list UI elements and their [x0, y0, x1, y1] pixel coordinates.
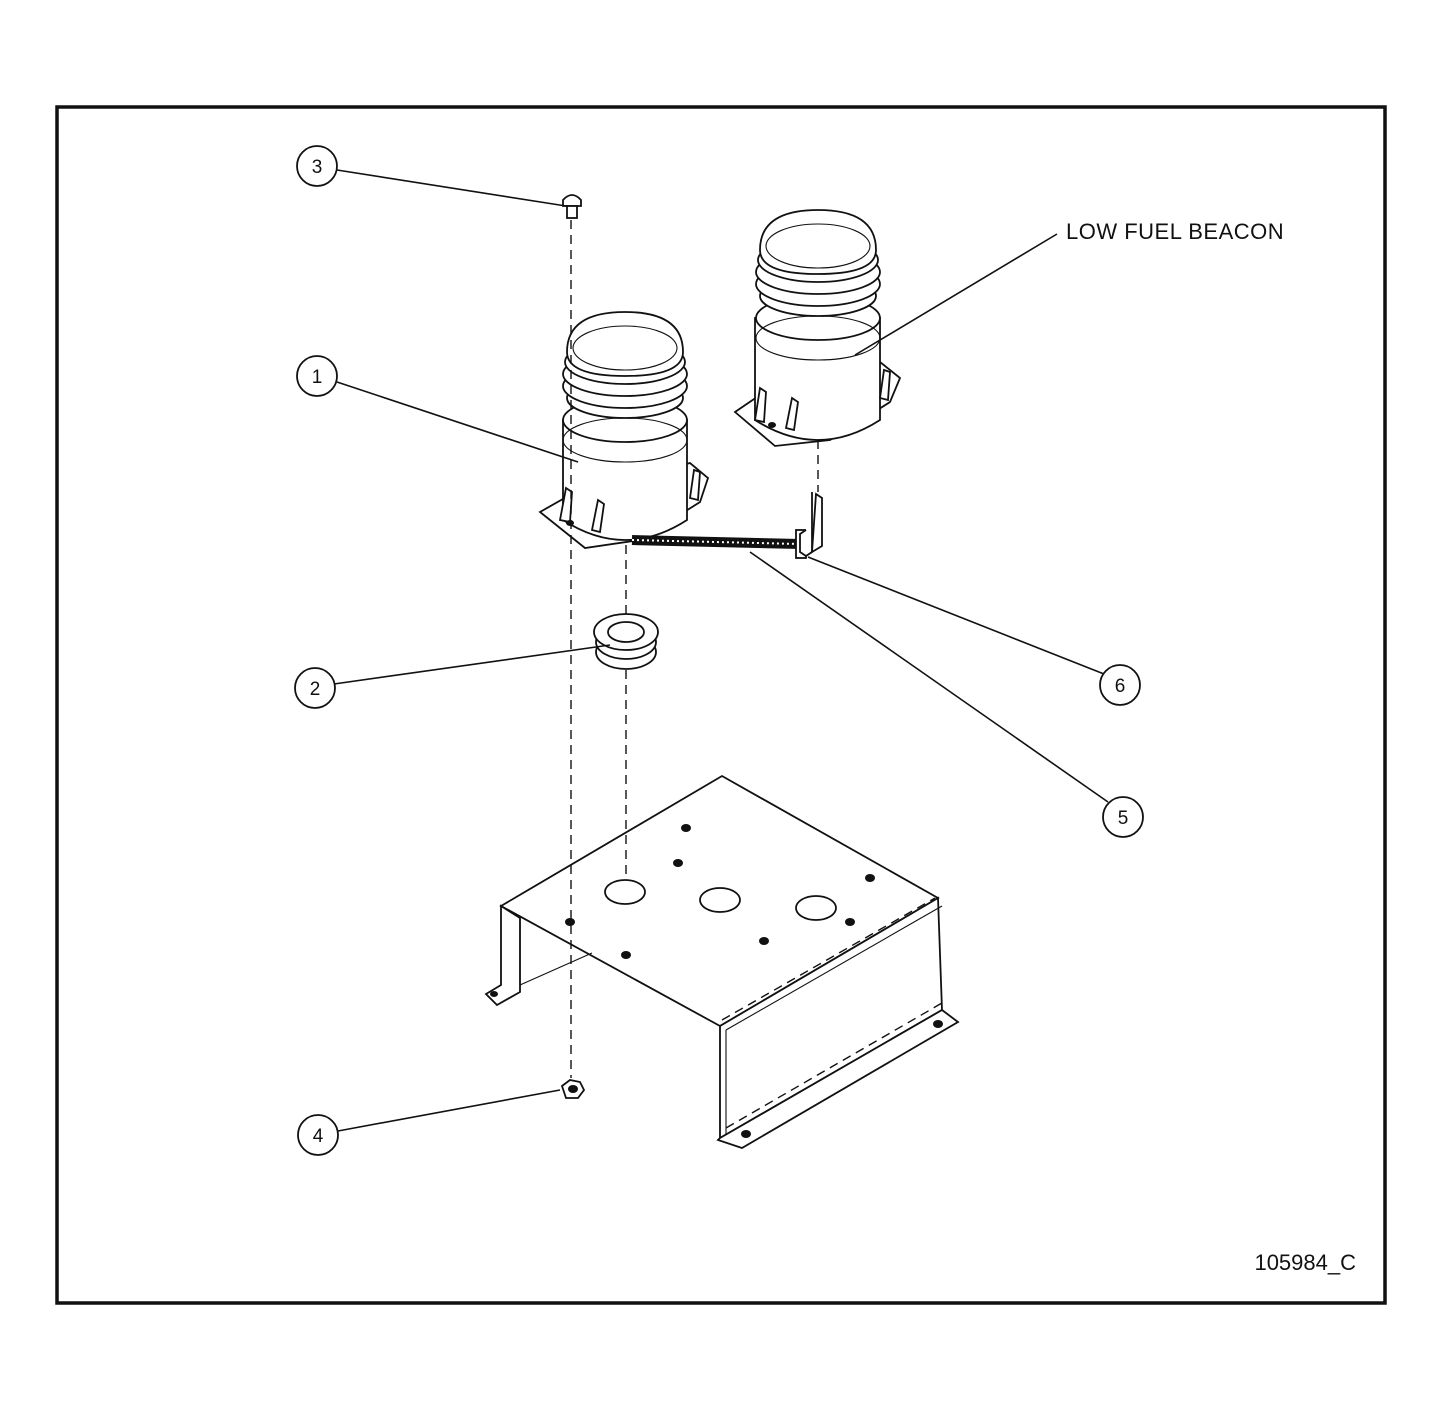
grommet: [593, 613, 659, 670]
svg-text:3: 3: [312, 157, 323, 178]
callout-5: 5: [1102, 796, 1144, 838]
cable-clip: [799, 492, 823, 558]
low-fuel-beacon-label: LOW FUEL BEACON: [1066, 219, 1284, 244]
screw: [562, 194, 582, 219]
mounting-bracket: [484, 774, 960, 1149]
callout-4: 4: [297, 1114, 339, 1156]
beacon-1: [538, 311, 710, 549]
leader-1: [336, 381, 579, 463]
callout-3: 3: [296, 145, 338, 187]
drawing-frame: [55, 105, 1387, 1305]
nut: [560, 1079, 586, 1099]
svg-text:5: 5: [1118, 808, 1129, 829]
svg-text:2: 2: [310, 679, 321, 700]
leader-5: [749, 551, 1109, 803]
callout-2: 2: [294, 667, 336, 709]
low-fuel-beacon: [733, 209, 902, 447]
leader-4: [337, 1089, 561, 1132]
svg-text:4: 4: [313, 1126, 324, 1147]
leader-2: [333, 644, 611, 685]
callout-6: 6: [1099, 664, 1141, 706]
svg-text:1: 1: [312, 367, 323, 388]
svg-text:6: 6: [1115, 676, 1126, 697]
leader-3: [336, 169, 567, 207]
leader-6: [807, 556, 1105, 675]
drawing-number: 105984_C: [1254, 1250, 1356, 1275]
callout-1: 1: [296, 355, 338, 397]
leader-low-fuel-beacon: [854, 233, 1058, 356]
